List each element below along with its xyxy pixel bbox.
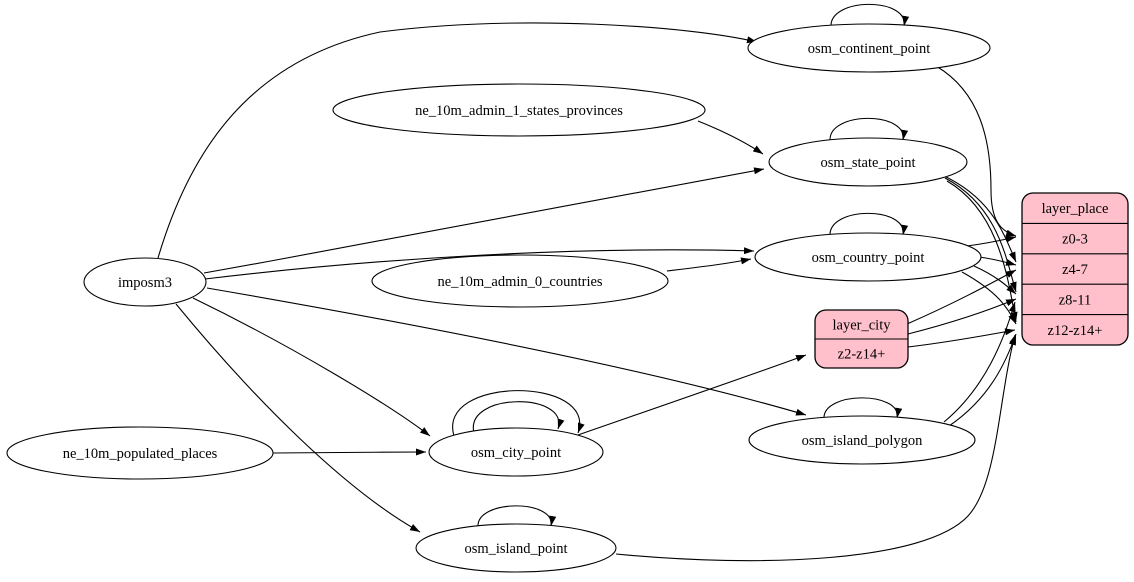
node-label-osm_country_point: osm_country_point [812,250,925,266]
node-shape-osm_city_point [428,427,604,477]
node-osm_island_polygon: osm_island_polygon [748,415,976,465]
edge-osm_city_point-to-osm_city_point [452,390,585,437]
record-row-layer_place-3: z8-11 [1059,292,1091,308]
edge-osm_country_point-to-layer_place:z0-3 [966,235,1017,247]
edge-osm_state_point-to-layer_place:z8-11 [944,177,1017,293]
edge-layer_city-to-layer_place:z12-z14+ [907,328,1016,348]
node-osm_state_point: osm_state_point [768,137,968,187]
node-shape-ne_10m_admin_1_states_provinces [332,83,706,137]
edge-imposm3-to-osm_city_point [192,297,431,437]
node-shape-osm_island_point [415,523,617,573]
node-osm_island_point: osm_island_point [415,523,617,573]
node-label-ne_10m_admin_0_countries: ne_10m_admin_0_countries [437,274,602,290]
edge-imposm3-to-osm_state_point [203,167,765,274]
edge-osm_continent_point-to-layer_place:z0-3 [935,65,1017,237]
edge-osm_country_point-to-osm_country_point [829,212,909,237]
edge-osm_country_point-to-layer_place:z4-7 [978,256,1017,266]
record-row-layer_city-0: layer_city [833,318,892,334]
node-osm_country_point: osm_country_point [754,232,982,282]
edge-osm_continent_point-to-osm_continent_point [830,3,910,28]
edge-ne_10m_populated_places-to-osm_city_point [272,448,427,456]
node-label-imposm3: imposm3 [118,275,172,291]
edge-osm_state_point-to-layer_place:z4-7 [941,174,1017,263]
edge-osm_city_point-to-layer_city:z2-z14+ [577,354,807,436]
node-shape-osm_continent_point [747,23,991,73]
node-shape-imposm3 [83,257,207,307]
node-label-ne_10m_populated_places: ne_10m_populated_places [63,446,218,462]
edge-osm_island_point-to-osm_island_point [477,505,557,528]
edge-osm_country_point-to-layer_place:z12-z14+ [961,271,1017,325]
edge-osm_country_point-to-layer_place:z8-11 [973,265,1017,295]
record-row-layer_city-1: z2-z14+ [838,347,886,363]
node-osm_continent_point: osm_continent_point [747,23,991,73]
node-label-ne_10m_admin_1_states_provinces: ne_10m_admin_1_states_provinces [415,103,623,119]
record-layer_place: layer_place z0-3 z4-7 z8-11 z12-z14+ [1021,192,1129,346]
edge-ne_10m_admin_1_states_provinces-to-osm_state_point [697,120,764,155]
node-ne_10m_admin_0_countries: ne_10m_admin_0_countries [371,254,669,308]
edge-osm_island_polygon-to-osm_island_polygon [823,397,903,420]
node-shape-ne_10m_admin_0_countries [371,254,669,308]
node-label-osm_city_point: osm_city_point [471,445,561,461]
edge-osm_island_point-to-layer_place:z12-z14+ [615,334,1016,562]
edge-osm_city_point-to-osm_city_point [472,401,565,434]
record-layer_city: layer_city z2-z14+ [814,309,909,369]
record-row-layer_place-1: z0-3 [1062,232,1088,248]
node-osm_city_point: osm_city_point [428,427,604,477]
edge-layer_city-to-layer_place:z8-11 [907,298,1017,335]
node-label-osm_island_point: osm_island_point [464,541,567,557]
node-shape-ne_10m_populated_places [6,426,274,480]
edge-ne_10m_admin_0_countries-to-osm_country_point [666,257,752,272]
node-ne_10m_populated_places: ne_10m_populated_places [6,426,274,480]
record-row-layer_place-2: z4-7 [1062,262,1088,278]
node-shape-osm_country_point [754,232,982,282]
record-shape-layer_place [1021,192,1129,346]
edge-osm_state_point-to-osm_state_point [829,117,909,142]
node-imposm3: imposm3 [83,257,207,307]
node-label-osm_island_polygon: osm_island_polygon [802,433,924,449]
node-shape-osm_island_polygon [748,415,976,465]
record-row-layer_place-4: z12-z14+ [1048,323,1103,339]
edge-imposm3-to-osm_country_point [204,247,755,280]
node-label-osm_continent_point: osm_continent_point [808,41,930,57]
record-row-layer_place-0: layer_place [1042,201,1109,217]
edge-osm_state_point-to-layer_place:z12-z14+ [946,180,1018,323]
node-ne_10m_admin_1_states_provinces: ne_10m_admin_1_states_provinces [332,83,706,137]
edge-imposm3-to-osm_island_polygon [206,287,807,416]
edge-imposm3-to-osm_island_point [175,303,421,533]
edge-imposm3-to-osm_continent_point [157,22,758,259]
node-shape-osm_state_point [768,137,968,187]
node-label-osm_state_point: osm_state_point [820,155,915,171]
